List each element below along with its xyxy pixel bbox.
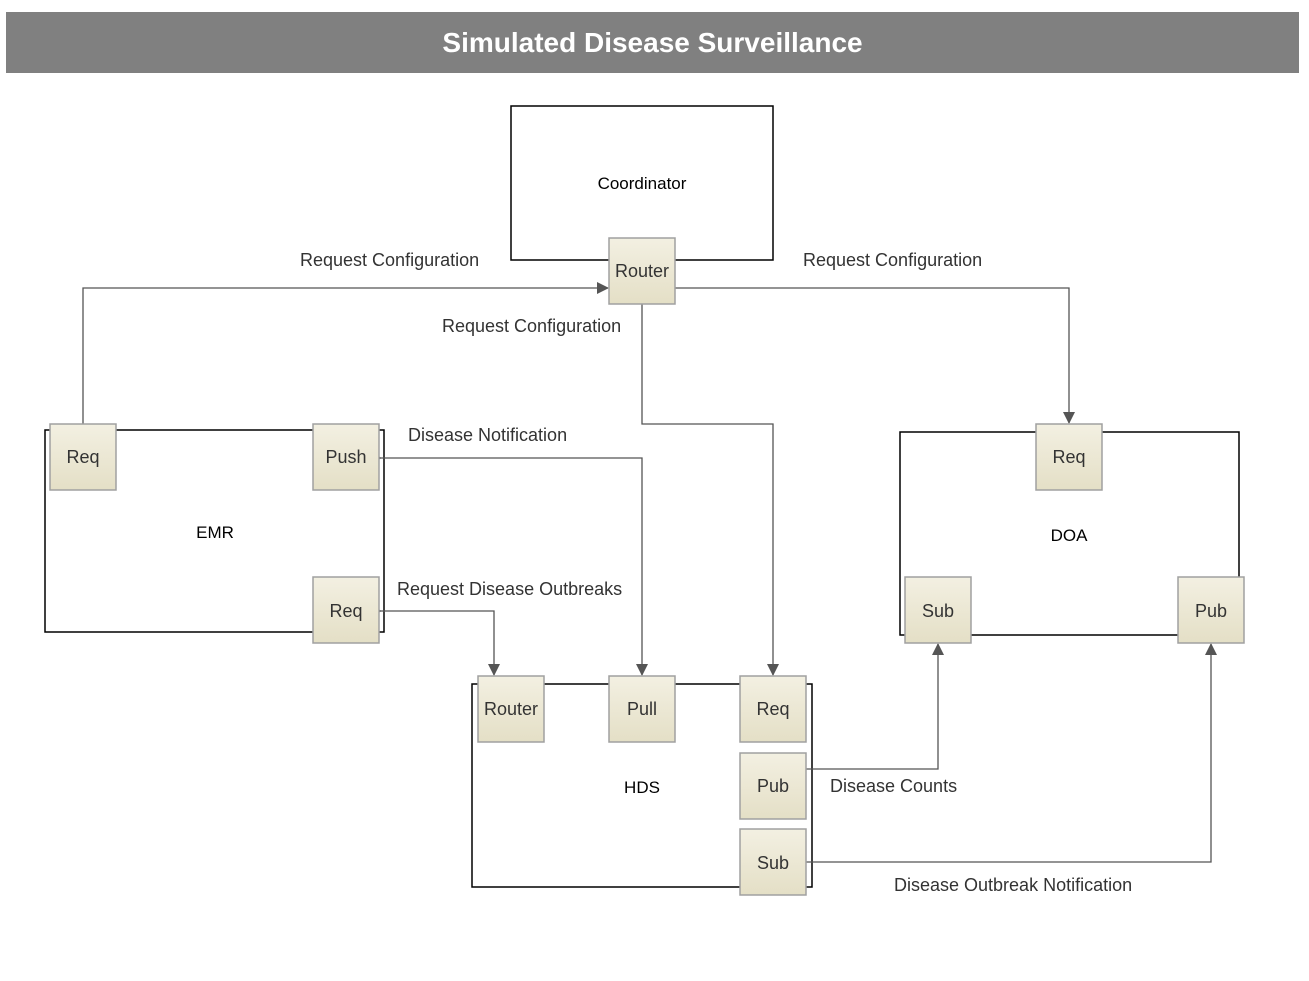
port-doa-req: Req <box>1035 423 1103 491</box>
edge-label-req-config-left: Request Configuration <box>300 250 479 270</box>
edge-label-disease-counts: Disease Counts <box>830 776 957 796</box>
svg-text:Req: Req <box>756 699 789 719</box>
svg-text:Pub: Pub <box>1195 601 1227 621</box>
svg-text:Router: Router <box>615 261 669 281</box>
port-hds-sub: Sub <box>739 828 807 896</box>
diagram-title: Simulated Disease Surveillance <box>442 26 863 58</box>
edge-disease-counts <box>796 643 944 775</box>
edge-req-config-right <box>665 282 1075 424</box>
edge-label-disease-outbreak-notification: Disease Outbreak Notification <box>894 875 1132 895</box>
port-coordinator-router: Router <box>608 237 676 305</box>
port-emr-req-bottom: Req <box>312 576 380 644</box>
svg-text:Pub: Pub <box>757 776 789 796</box>
emr-label: EMR <box>196 523 234 542</box>
edge-request-disease-outbreaks <box>370 605 500 676</box>
port-hds-pub: Pub <box>739 752 807 820</box>
edge-label-disease-notification: Disease Notification <box>408 425 567 445</box>
edge-disease-outbreak-notification <box>796 643 1217 868</box>
doa-label: DOA <box>1051 526 1089 545</box>
svg-text:Sub: Sub <box>757 853 789 873</box>
svg-text:Pull: Pull <box>627 699 657 719</box>
edge-label-req-config-right: Request Configuration <box>803 250 982 270</box>
coordinator-label: Coordinator <box>598 174 687 193</box>
edge-disease-notification <box>370 452 648 676</box>
port-hds-router: Router <box>477 675 545 743</box>
port-hds-req: Req <box>739 675 807 743</box>
edge-req-config-center <box>636 294 779 676</box>
svg-text:Router: Router <box>484 699 538 719</box>
svg-text:Req: Req <box>66 447 99 467</box>
edge-label-req-config-center: Request Configuration <box>442 316 621 336</box>
title-bar: Simulated Disease Surveillance <box>6 12 1299 73</box>
svg-text:Req: Req <box>329 601 362 621</box>
port-emr-req-top: Req <box>49 423 117 491</box>
edge-label-request-disease-outbreaks: Request Disease Outbreaks <box>397 579 622 599</box>
hds-label: HDS <box>624 778 660 797</box>
port-doa-pub: Pub <box>1177 576 1245 644</box>
port-hds-pull: Pull <box>608 675 676 743</box>
port-emr-push: Push <box>312 423 380 491</box>
port-doa-sub: Sub <box>904 576 972 644</box>
edge-req-config-left <box>77 282 609 434</box>
coordinator-node: Coordinator <box>510 105 774 261</box>
svg-text:Push: Push <box>325 447 366 467</box>
svg-text:Sub: Sub <box>922 601 954 621</box>
svg-text:Req: Req <box>1052 447 1085 467</box>
